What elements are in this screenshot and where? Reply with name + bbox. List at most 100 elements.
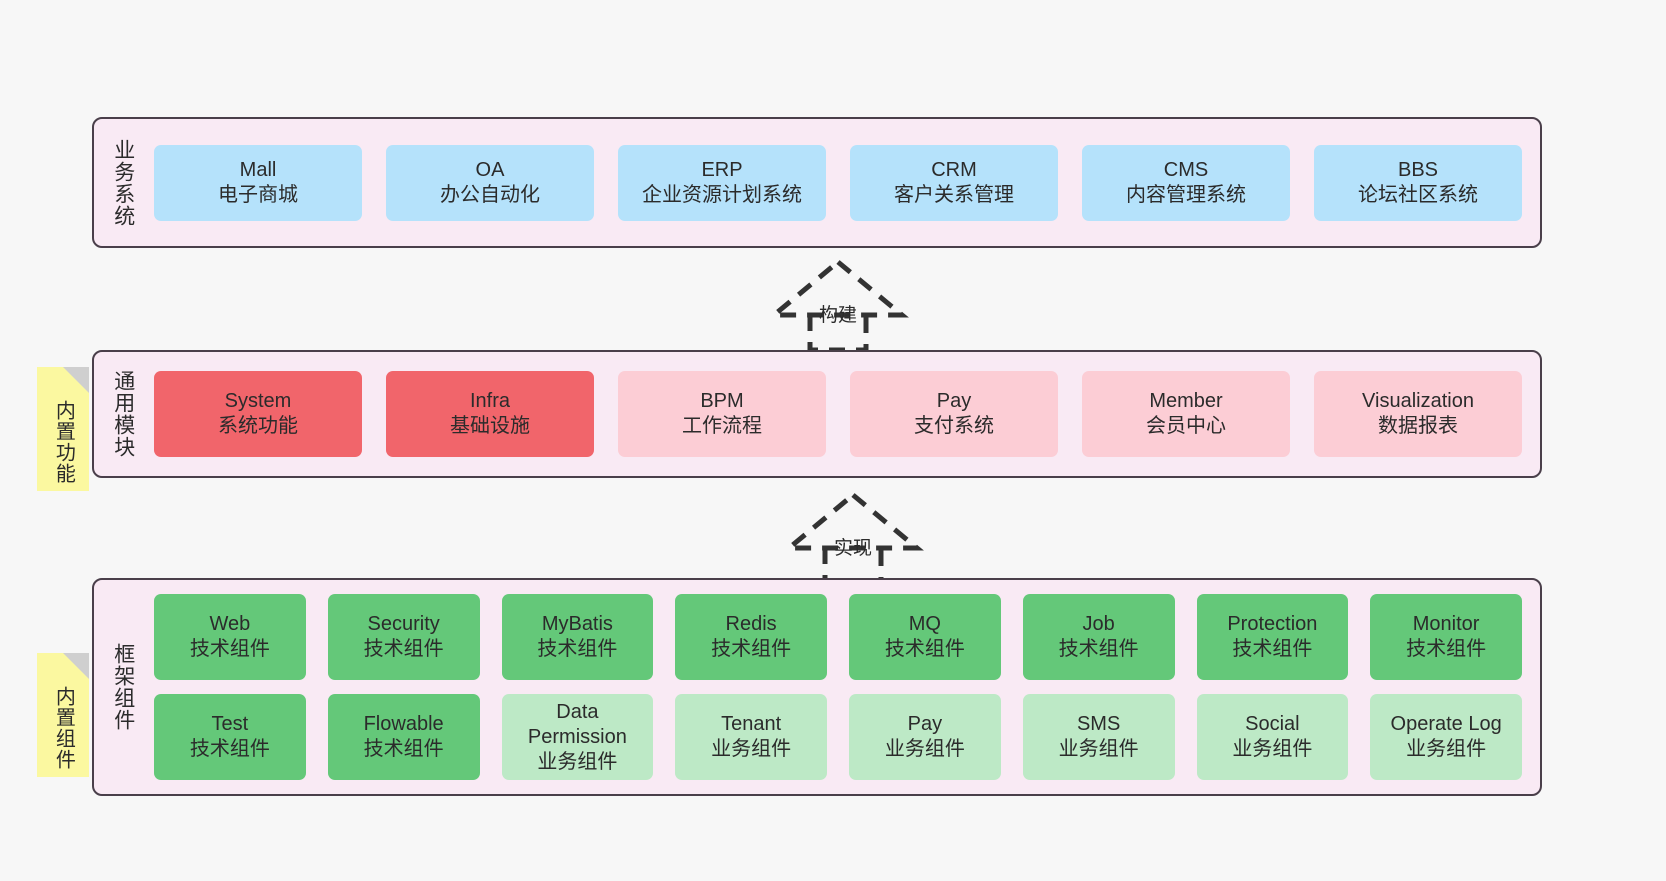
card-subtitle: 技术组件 <box>189 638 270 660</box>
card-mall[interactable]: Mall 电子商城 <box>154 144 362 221</box>
card-subtitle: 技术组件 <box>363 638 444 660</box>
card-social[interactable]: Social 业务组件 <box>1196 694 1349 780</box>
card-title: CMS <box>1163 158 1209 181</box>
card-protection[interactable]: Protection 技术组件 <box>1196 594 1349 680</box>
card-visualization[interactable]: Visualization 数据报表 <box>1314 371 1522 457</box>
card-subtitle: 数据报表 <box>1378 415 1458 437</box>
card-system[interactable]: System 系统功能 <box>154 371 362 457</box>
card-title: BBS <box>1397 158 1439 181</box>
card-subtitle: 电子商城 <box>218 183 298 206</box>
card-subtitle: 论坛社区系统 <box>1358 183 1478 206</box>
card-title: Flowable <box>363 713 444 735</box>
card-title: Operate Log <box>1390 713 1502 735</box>
card-tenant[interactable]: Tenant 业务组件 <box>675 694 827 780</box>
note-fold-icon <box>63 367 89 393</box>
card-subtitle: 业务组件 <box>1058 738 1139 760</box>
card-subtitle: 技术组件 <box>1058 638 1139 660</box>
layer-title-common-module: 通用模块 <box>111 370 135 458</box>
card-subtitle: 业务组件 <box>1232 738 1313 760</box>
card-pay-component[interactable]: Pay 业务组件 <box>849 694 1001 780</box>
card-row: Mall 电子商城 OA 办公自动化 ERP 企业资源计划系统 CRM 客户关系… <box>154 144 1522 221</box>
layer-title-business-system: 业务系统 <box>111 138 135 227</box>
card-title: Tenant <box>721 713 782 735</box>
card-monitor[interactable]: Monitor 技术组件 <box>1370 594 1522 680</box>
card-title: System <box>224 390 292 412</box>
card-title: Pay <box>936 390 972 412</box>
card-crm[interactable]: CRM 客户关系管理 <box>850 144 1058 221</box>
card-title: Security <box>367 613 440 635</box>
card-subtitle: 业务组件 <box>537 750 618 773</box>
card-row: System 系统功能 Infra 基础设施 BPM 工作流程 Pay 支付系统… <box>154 371 1522 457</box>
layer-body-framework-component: Web 技术组件 Security 技术组件 MyBatis 技术组件 Redi… <box>140 580 1540 794</box>
card-mybatis[interactable]: MyBatis 技术组件 <box>501 594 654 680</box>
card-subtitle: 业务组件 <box>711 738 792 760</box>
card-erp[interactable]: ERP 企业资源计划系统 <box>618 144 826 221</box>
card-cms[interactable]: CMS 内容管理系统 <box>1082 144 1290 221</box>
layer-common-module: 通用模块 System 系统功能 Infra 基础设施 BPM 工作流程 Pay… <box>92 350 1542 478</box>
card-subtitle: 业务组件 <box>1406 738 1487 760</box>
card-operate-log[interactable]: Operate Log 业务组件 <box>1370 694 1522 780</box>
connector-build-label: 构建 <box>818 305 857 326</box>
layer-title-framework-component: 框架组件 <box>111 643 135 731</box>
card-bbs[interactable]: BBS 论坛社区系统 <box>1314 144 1522 221</box>
connector-implement: 实现 <box>778 490 928 586</box>
card-subtitle: 技术组件 <box>1232 638 1313 660</box>
card-infra[interactable]: Infra 基础设施 <box>386 371 594 457</box>
layer-business-system: 业务系统 Mall 电子商城 OA 办公自动化 ERP 企业资源计划系统 CRM… <box>92 117 1542 248</box>
note-label: 内置组件 <box>52 686 75 770</box>
card-subtitle: 技术组件 <box>363 738 444 760</box>
card-title: Job <box>1082 613 1115 635</box>
card-data-permission[interactable]: Data Permission 业务组件 <box>501 694 654 780</box>
connector-implement-label: 实现 <box>833 538 872 559</box>
card-subtitle: 技术组件 <box>537 638 618 660</box>
layer-framework-component: 框架组件 Web 技术组件 Security 技术组件 MyBatis 技术组件… <box>92 578 1542 796</box>
card-title: Visualization <box>1362 390 1474 412</box>
card-title: Redis <box>725 613 777 635</box>
card-title: BPM <box>700 390 744 412</box>
card-row: Test 技术组件 Flowable 技术组件 Data Permission … <box>154 694 1522 780</box>
card-title: MyBatis <box>541 613 613 635</box>
card-subtitle: 办公自动化 <box>440 183 540 206</box>
card-row: Web 技术组件 Security 技术组件 MyBatis 技术组件 Redi… <box>154 594 1522 680</box>
card-oa[interactable]: OA 办公自动化 <box>386 144 594 221</box>
card-title: MQ <box>908 613 941 635</box>
card-subtitle: 业务组件 <box>884 738 965 760</box>
card-title: Member <box>1149 390 1223 412</box>
card-subtitle: 技术组件 <box>711 638 792 660</box>
card-web[interactable]: Web 技术组件 <box>154 594 306 680</box>
card-redis[interactable]: Redis 技术组件 <box>675 594 827 680</box>
layer-body-common-module: System 系统功能 Infra 基础设施 BPM 工作流程 Pay 支付系统… <box>140 352 1540 476</box>
card-title: Social <box>1245 713 1300 735</box>
note-fold-icon <box>63 653 89 679</box>
card-title: Protection <box>1227 613 1318 635</box>
card-flowable[interactable]: Flowable 技术组件 <box>327 694 480 780</box>
card-title-cont: Permission <box>527 725 627 748</box>
note-builtin-component: 内置组件 <box>37 653 89 777</box>
note-label: 内置功能 <box>52 400 75 484</box>
card-security[interactable]: Security 技术组件 <box>327 594 480 680</box>
card-title: Infra <box>469 390 511 412</box>
card-test[interactable]: Test 技术组件 <box>154 694 306 780</box>
card-subtitle: 技术组件 <box>189 738 270 760</box>
card-sms[interactable]: SMS 业务组件 <box>1022 694 1175 780</box>
card-pay-module[interactable]: Pay 支付系统 <box>850 371 1058 457</box>
card-title: Web <box>209 613 251 635</box>
card-title: Pay <box>907 713 943 735</box>
card-subtitle: 基础设施 <box>450 415 530 437</box>
card-subtitle: 系统功能 <box>218 415 298 437</box>
card-title: Monitor <box>1412 613 1480 635</box>
card-title: Data <box>556 700 599 723</box>
connector-build: 构建 <box>763 257 913 353</box>
card-title: OA <box>475 158 505 181</box>
card-title: Mall <box>239 158 277 181</box>
card-subtitle: 技术组件 <box>884 638 965 660</box>
card-job[interactable]: Job 技术组件 <box>1022 594 1175 680</box>
card-mq[interactable]: MQ 技术组件 <box>849 594 1001 680</box>
card-bpm[interactable]: BPM 工作流程 <box>618 371 826 457</box>
card-subtitle: 工作流程 <box>682 415 762 437</box>
card-member[interactable]: Member 会员中心 <box>1082 371 1290 457</box>
card-subtitle: 支付系统 <box>914 415 994 437</box>
card-subtitle: 企业资源计划系统 <box>642 183 802 206</box>
layer-body-business-system: Mall 电子商城 OA 办公自动化 ERP 企业资源计划系统 CRM 客户关系… <box>140 119 1540 246</box>
